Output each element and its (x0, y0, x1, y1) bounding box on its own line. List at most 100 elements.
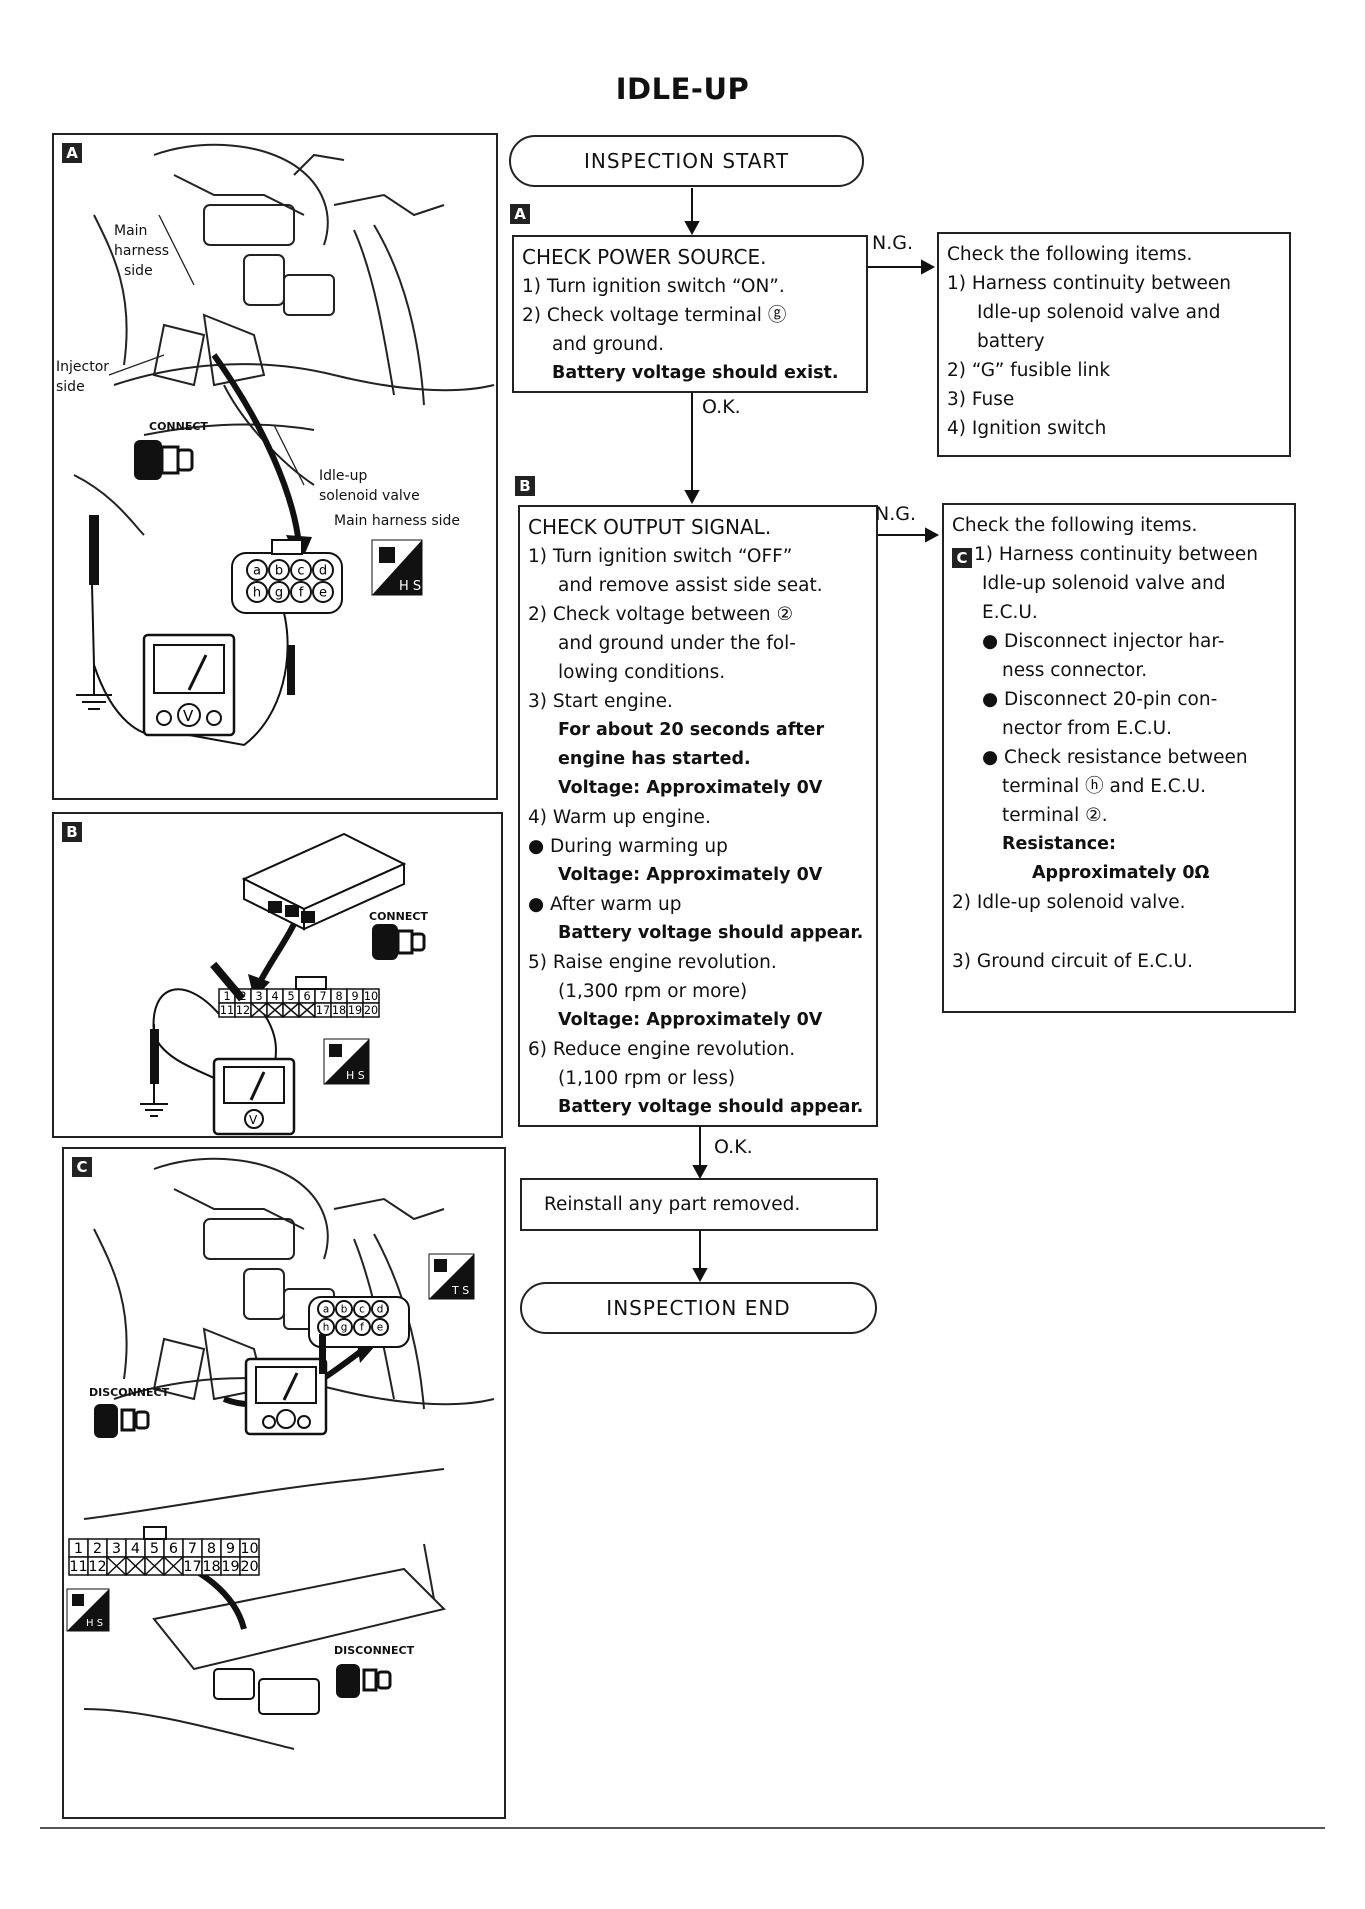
ng-b-tag: C (952, 548, 972, 568)
step-b-heading: CHECK OUTPUT SIGNAL. (528, 515, 772, 539)
terminal-a (317, 1300, 335, 1318)
terminal-c (290, 559, 312, 581)
terminal-label: a (253, 564, 261, 579)
ng-a-box: Check the following items. 1) Harness co… (937, 232, 1291, 457)
pin-label: 2 (93, 1541, 102, 1557)
terminal-label: c (297, 564, 304, 579)
step-b-line: engine has started. (558, 749, 751, 769)
disconnect-icon: DISCONNECT (334, 1644, 415, 1698)
ng-b-line: 2) Idle-up solenoid valve. (952, 892, 1186, 913)
step-b-box: CHECK OUTPUT SIGNAL. 1) Turn ignition sw… (518, 505, 878, 1127)
step-b-line: Voltage: Approximately 0V (558, 865, 823, 885)
step-b-line: For about 20 seconds after (558, 720, 825, 740)
pin-blank (125, 1556, 146, 1576)
step-b-line: and ground under the fol- (558, 633, 796, 654)
terminal-c (353, 1300, 371, 1318)
pin-label: 9 (351, 990, 358, 1003)
pin-label: 4 (271, 990, 278, 1003)
pin-label: 1 (74, 1541, 83, 1557)
ng-a-line: 2) “G” fusible link (947, 360, 1111, 381)
terminal-g (268, 581, 290, 603)
step-b-line: Voltage: Approximately 0V (558, 778, 823, 798)
step-b-line: 4) Warm up engine. (528, 807, 711, 828)
terminal-label: h (323, 1322, 330, 1334)
label-harness: harness (114, 243, 169, 259)
ng-b-line: Approximately 0Ω (1032, 863, 1210, 883)
step-b-line: Battery voltage should appear. (558, 923, 864, 943)
pin-blank (144, 1556, 165, 1576)
label-solenoid-valve: solenoid valve (319, 488, 420, 504)
pin-label: 1 (223, 990, 230, 1003)
step-a-heading: CHECK POWER SOURCE. (522, 245, 767, 269)
terminal-e (371, 1318, 389, 1336)
ng-label-b: N.G. (875, 503, 917, 525)
panel-a-tag: A (62, 143, 82, 163)
step-a-line: 2) Check voltage terminal ⓖ (522, 305, 787, 326)
pin-label: 10 (364, 990, 378, 1003)
step-a-box: CHECK POWER SOURCE. 1) Turn ignition swi… (512, 235, 868, 393)
pin-label: 9 (226, 1541, 235, 1557)
svg-text:H S: H S (346, 1069, 365, 1082)
svg-text:CONNECT: CONNECT (369, 910, 428, 923)
voltmeter-icon (244, 1357, 328, 1436)
pin-label: 19 (348, 1004, 362, 1017)
terminal-label: e (319, 586, 327, 601)
label-injector: Injector (56, 359, 109, 375)
ng-a-heading: Check the following items. (947, 244, 1193, 265)
ok-label-b: O.K. (714, 1136, 753, 1158)
hs-badge-icon: H S (323, 1038, 370, 1085)
svg-text:DISCONNECT: DISCONNECT (334, 1644, 415, 1657)
terminal-e (312, 581, 334, 603)
step-a-line: and ground. (552, 334, 665, 355)
terminal-label: a (323, 1304, 329, 1316)
svg-text:V: V (249, 1113, 258, 1127)
step-b-line: Battery voltage should appear. (558, 1097, 864, 1117)
terminal-label: b (341, 1304, 348, 1316)
ts-badge-icon: T S (428, 1253, 475, 1300)
step-b-line: lowing conditions. (558, 662, 726, 683)
terminal-label: h (253, 586, 261, 601)
inspection-end: INSPECTION END (520, 1282, 877, 1334)
ng-a-line: Idle-up solenoid valve and (977, 302, 1221, 323)
pin-label: 4 (131, 1541, 140, 1557)
ng-a-line: 1) Harness continuity between (947, 273, 1231, 294)
pin-blank (282, 1002, 300, 1018)
step-b-line: and remove assist side seat. (558, 575, 823, 596)
ng-b-line: nector from E.C.U. (1002, 718, 1173, 739)
ng-a-line: 4) Ignition switch (947, 418, 1107, 439)
pin-label: 5 (287, 990, 294, 1003)
terminal-label: d (377, 1304, 384, 1316)
label-connect: CONNECT (149, 420, 208, 433)
terminal-label: b (275, 564, 283, 579)
terminal-b (335, 1300, 353, 1318)
panel-c-tag: C (72, 1157, 92, 1177)
step-a-line: Battery voltage should exist. (552, 363, 839, 383)
label-injector-side: side (56, 379, 85, 395)
panel-a-illustration: Main harness side Injector side CONNECT … (56, 143, 495, 747)
pin-label: 3 (112, 1541, 121, 1557)
terminal-label: g (341, 1322, 348, 1334)
ng-b-line: ● Disconnect injector har- (982, 631, 1225, 652)
svg-text:T S: T S (451, 1284, 469, 1297)
label-idle-up: Idle-up (319, 468, 367, 484)
reinstall-text: Reinstall any part removed. (544, 1194, 801, 1215)
step-a-line: 1) Turn ignition switch “ON”. (522, 276, 785, 297)
pin-label: 8 (335, 990, 342, 1003)
pin-label: 12 (88, 1559, 106, 1575)
pin-label: 20 (240, 1559, 258, 1575)
terminal-b (268, 559, 290, 581)
bottom-rule (40, 1827, 1325, 1829)
ng-b-line: Resistance: (1002, 834, 1117, 854)
connector-icon (134, 440, 194, 480)
ng-b-line: E.C.U. (982, 602, 1038, 623)
pin-label: 20 (364, 1004, 378, 1017)
hs-badge-icon: H S (66, 1588, 110, 1632)
step-b-line: 2) Check voltage between ② (528, 604, 794, 625)
page-title: IDLE-UP (615, 72, 750, 106)
pin-label: 7 (319, 990, 326, 1003)
